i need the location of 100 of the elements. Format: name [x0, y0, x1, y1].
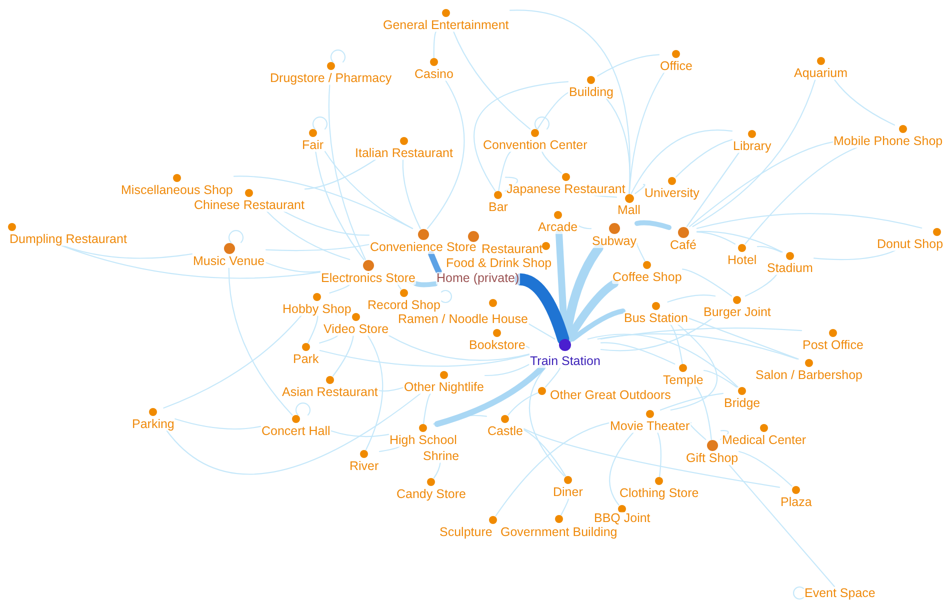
self-loop: [330, 50, 346, 63]
network-edge: [703, 370, 738, 388]
network-edge: [332, 334, 354, 377]
node-label: Gift Shop: [685, 452, 740, 465]
self-loop: [312, 116, 328, 130]
network-edge: [606, 98, 630, 194]
node-label: Bridge: [723, 396, 762, 410]
network-edge: [365, 334, 384, 451]
node-label: Movie Theater: [609, 420, 691, 432]
network-edge: [324, 150, 414, 230]
network-edge: [634, 184, 646, 194]
node-label: Castle: [486, 424, 524, 438]
self-loop: [228, 230, 244, 244]
network-edge: [283, 210, 370, 236]
node-label: Electronics Store: [320, 272, 416, 285]
network-edge: [600, 328, 802, 340]
node-label: Hotel: [726, 254, 758, 266]
network-edge: [174, 418, 262, 430]
network-edge: [522, 428, 780, 488]
network-edge: [696, 230, 783, 253]
node-label: River: [348, 460, 380, 472]
network-edge: [756, 246, 782, 253]
network-edge: [528, 323, 556, 340]
network-edge: [307, 314, 318, 344]
node-label: Subway: [591, 235, 638, 248]
network-edge: [667, 294, 716, 303]
node-label: Sculpture: [438, 526, 494, 538]
network-edge: [728, 464, 835, 588]
network-edge: [686, 152, 740, 228]
network-edge: [696, 232, 736, 245]
node-label: Aquarium: [793, 66, 848, 80]
network-edge: [670, 324, 718, 411]
node-label: Bus Station: [623, 312, 689, 324]
network-edge: [660, 392, 724, 411]
network-edge: [422, 392, 432, 425]
network-edge: [696, 386, 712, 440]
network-edge: [689, 422, 706, 440]
network-edge: [163, 314, 302, 409]
node-label: Office: [659, 60, 694, 72]
node-label: Chinese Restaurant: [193, 198, 306, 212]
network-edge: [330, 430, 390, 438]
node-label: Park: [292, 352, 320, 366]
node-label: Café: [669, 239, 698, 252]
network-edge: [675, 139, 733, 178]
network-edge: [578, 225, 592, 230]
network-edge: [525, 346, 530, 348]
network-edge: [528, 366, 565, 477]
network-edge: [315, 150, 364, 260]
node-label: Clothing Store: [618, 486, 700, 500]
network-edge: [304, 158, 376, 190]
network-edge: [498, 150, 512, 192]
network-edge: [402, 158, 421, 230]
network-edge: [452, 30, 531, 130]
network-edge: [544, 366, 561, 388]
self-loop: [440, 290, 452, 304]
node-label: Fair: [301, 138, 325, 152]
network-edge: [328, 84, 366, 260]
network-edge: [60, 244, 321, 279]
network-edge: [688, 318, 799, 360]
network-edge: [329, 284, 350, 294]
network-edge: [378, 387, 404, 392]
network-edge: [670, 324, 683, 365]
node-label: Convention Center: [482, 138, 588, 152]
network-edge: [636, 242, 646, 262]
node-label: Dumpling Restaurant: [8, 232, 128, 246]
node-label: Government Building: [500, 526, 618, 538]
node-label: Shrine: [422, 450, 460, 462]
network-edge: [266, 210, 350, 260]
node-label: Italian Restaurant: [354, 146, 454, 160]
network-edge: [634, 220, 672, 230]
node-label: Video Store: [322, 322, 390, 336]
network-edge: [426, 80, 465, 230]
network-edge: [744, 274, 778, 297]
network-edge: [319, 350, 530, 367]
network-edge: [609, 432, 634, 506]
node-label: Plaza: [780, 496, 813, 508]
node-label: Miscellaneous Shop: [120, 184, 234, 196]
network-edge: [696, 213, 922, 229]
node-label: Bookstore: [468, 338, 526, 352]
node-label: Convenience Store: [369, 241, 478, 254]
network-edge: [62, 244, 193, 259]
network-edge: [560, 498, 570, 516]
node-label: Casino: [414, 68, 454, 80]
node-label: General Entertainment: [382, 18, 510, 32]
network-edge: [265, 244, 370, 252]
node-label: Asian Restaurant: [281, 386, 379, 398]
network-edge: [744, 146, 858, 245]
network-edge: [594, 194, 618, 198]
node-label: Japanese Restaurant: [506, 182, 626, 196]
node-label: Mall: [616, 204, 642, 217]
network-edge: [587, 334, 738, 388]
node-label: Home (private): [436, 272, 520, 284]
network-edge: [813, 250, 896, 260]
network-edge: [378, 446, 400, 452]
network-edge: [265, 262, 321, 273]
node-label: Hobby Shop: [282, 302, 352, 316]
node-label: Building: [568, 86, 614, 98]
network-edge: [600, 318, 713, 352]
network-edge: [630, 130, 733, 194]
node-label: Medical Center: [721, 434, 808, 446]
